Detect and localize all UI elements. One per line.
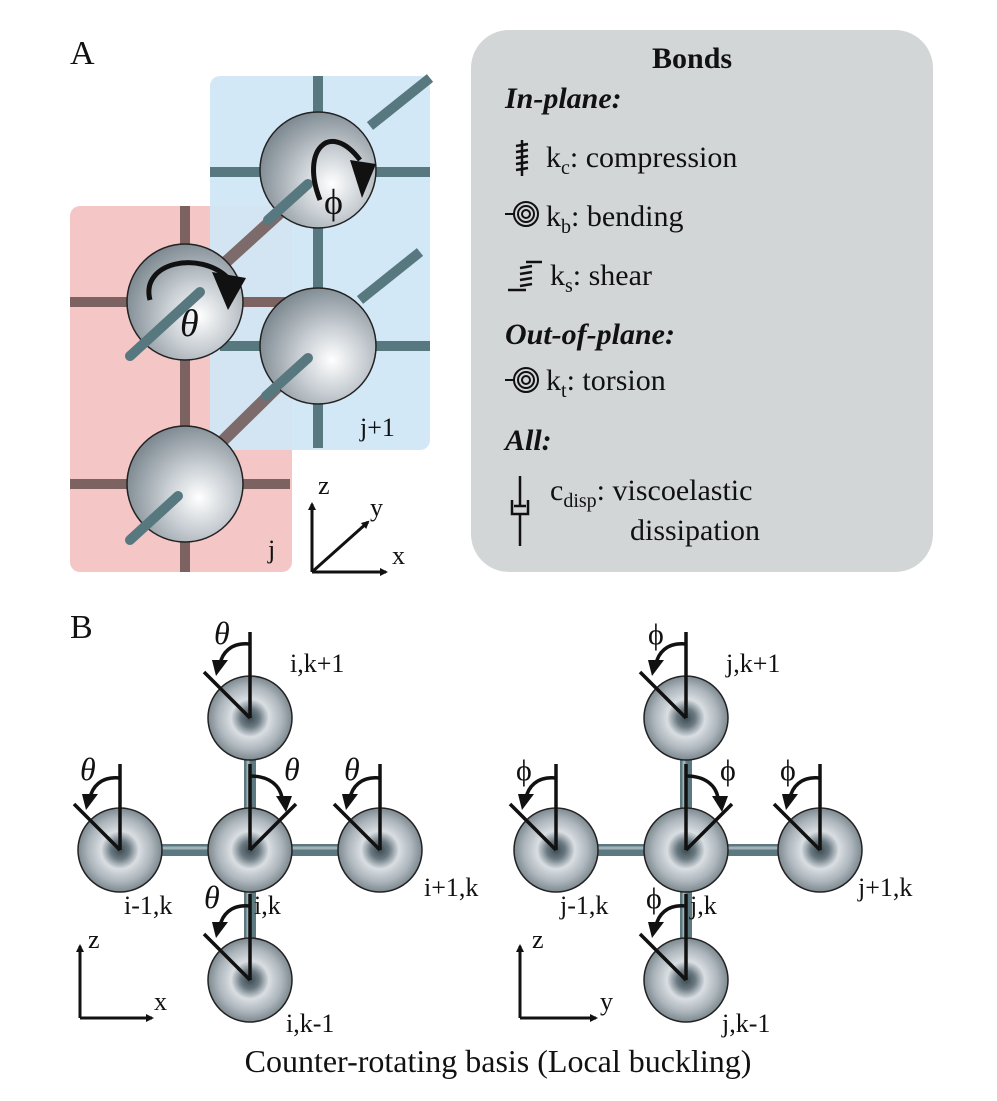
axis-a-z: z <box>318 471 330 500</box>
axis-a-x: x <box>392 541 405 570</box>
theta-left: θ <box>80 751 96 787</box>
phi-arrowhead <box>350 160 376 198</box>
theta-top: θ <box>214 615 230 651</box>
right-phi-labels: ϕ ϕ ϕ ϕ ϕ <box>516 618 796 915</box>
label-i-k-1: i,k-1 <box>286 1009 334 1038</box>
axes-a <box>308 502 388 576</box>
phi-rotation-arrow <box>311 139 362 201</box>
column-j1-label: j+1 <box>359 413 395 442</box>
axis-b-left-z: z <box>88 925 100 954</box>
legend-dissipation: cdisp: viscoelastic <box>550 474 752 512</box>
label-j-k-1: j,k-1 <box>721 1009 770 1038</box>
panel-b-caption: Counter-rotating basis (Local buckling) <box>245 1043 752 1079</box>
phi-right: ϕ <box>780 754 796 787</box>
torsion-spiral-icon <box>505 367 539 393</box>
label-j1-k: j+1,k <box>857 873 912 902</box>
left-rotation-arrowheads <box>82 660 358 938</box>
phi-bottom: ϕ <box>646 882 662 915</box>
legend-shear: ks: shear <box>550 259 652 297</box>
axes-b-left <box>76 944 154 1022</box>
theta-center: θ <box>284 751 300 787</box>
legend-out-of-plane-heading: Out-of-plane: <box>505 318 675 351</box>
panel-a-label: A <box>70 35 95 72</box>
label-j-1-k: j-1,k <box>559 891 608 920</box>
column-j-label: j <box>267 535 275 564</box>
bending-spiral-icon <box>505 201 539 227</box>
theta-rotation-arrow <box>146 260 230 301</box>
legend-dissipation-line2: dissipation <box>630 514 760 547</box>
theta-right: θ <box>344 751 360 787</box>
legend-title: Bonds <box>652 42 732 75</box>
phi-left: ϕ <box>516 754 532 787</box>
compression-spring-icon <box>515 140 529 176</box>
axis-a-y: y <box>370 493 383 522</box>
label-j-k1: j,k+1 <box>725 649 780 678</box>
label-j-k: j,k <box>689 891 717 920</box>
right-rotation-indicators <box>508 632 822 982</box>
left-node-labels: i,k+1 i-1,k i,k i+1,k i,k-1 <box>124 649 478 1038</box>
right-node-labels: j,k+1 j-1,k j,k j+1,k j,k-1 <box>559 649 912 1038</box>
legend-all-heading: All: <box>503 424 552 457</box>
legend-in-plane-heading: In-plane: <box>504 82 622 115</box>
shear-spring-icon <box>508 260 542 292</box>
legend-bending: kb: bending <box>546 200 684 238</box>
theta-bottom: θ <box>204 879 220 915</box>
axis-b-left-x: x <box>154 987 167 1016</box>
phi-top: ϕ <box>648 618 664 651</box>
label-i-k1: i,k+1 <box>290 649 344 678</box>
left-theta-labels: θ θ θ θ θ <box>80 615 360 915</box>
theta-arrowhead <box>212 272 246 310</box>
legend-compression: kc: compression <box>546 141 737 179</box>
phi-center: ϕ <box>720 754 736 787</box>
legend-torsion: kt: torsion <box>546 364 666 402</box>
theta-symbol: θ <box>180 303 199 345</box>
phi-symbol: ϕ <box>324 182 343 222</box>
panel-b-label: B <box>70 609 93 646</box>
label-i-k: i,k <box>254 891 281 920</box>
label-i1-k: i+1,k <box>424 873 478 902</box>
dashpot-icon <box>510 476 530 546</box>
axis-b-right-y: y <box>600 987 613 1016</box>
bonds-legend-box <box>471 30 933 572</box>
axes-b-right <box>516 944 598 1022</box>
label-i-1-k: i-1,k <box>124 891 172 920</box>
right-rotation-arrowheads <box>518 660 798 938</box>
axis-b-right-z: z <box>532 925 544 954</box>
front-rods <box>125 179 313 545</box>
